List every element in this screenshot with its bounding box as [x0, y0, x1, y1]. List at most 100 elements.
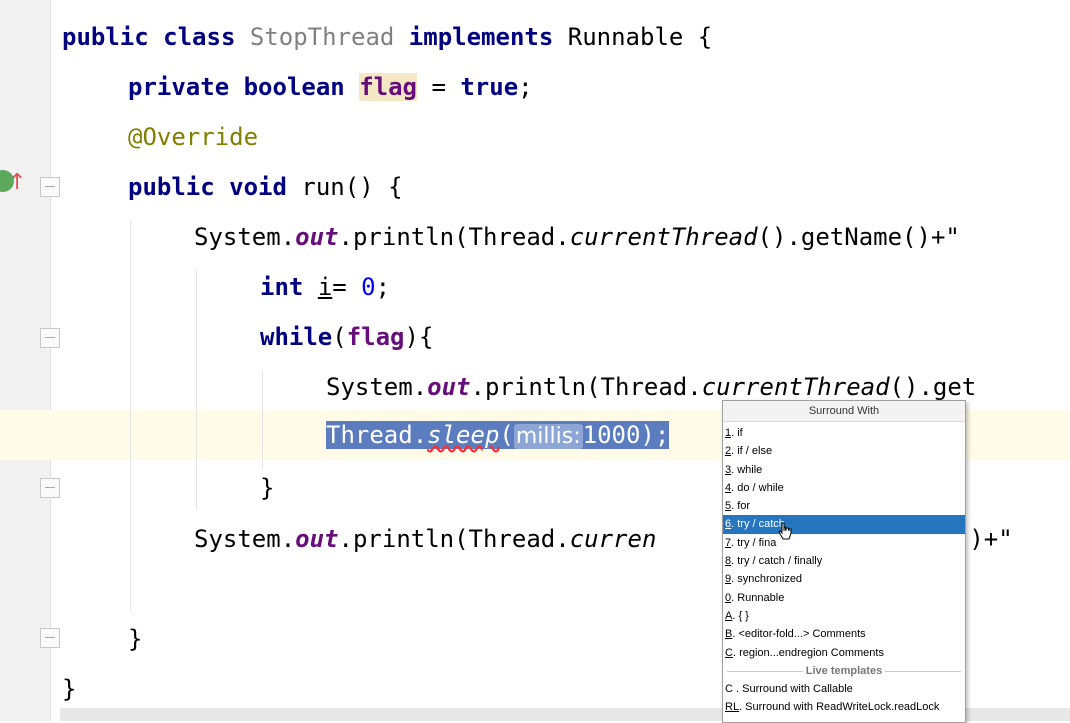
surround-item-try-catch-finally[interactable]: 8. try / catch / finally [723, 552, 965, 570]
item-label: . try / catch / finally [731, 555, 823, 568]
fold-marker[interactable] [40, 328, 60, 348]
keyword: true [460, 73, 519, 101]
code-line-6: int i= 0; [260, 262, 390, 312]
indent-guide [262, 370, 263, 470]
item-label: . Runnable [731, 591, 785, 604]
code-text: ; [375, 273, 391, 301]
keyword: while [260, 323, 333, 351]
override-gutter-icon[interactable] [0, 170, 14, 192]
fold-marker[interactable] [40, 628, 60, 648]
item-label: . do / while [731, 481, 784, 494]
surround-item-synchronized[interactable]: 9. synchronized [723, 570, 965, 588]
code-text: System. [194, 223, 296, 251]
surround-item-do-while[interactable]: 4. do / while [723, 479, 965, 497]
surround-item-if-else[interactable]: 2. if / else [723, 442, 965, 460]
surround-item-runnable[interactable]: 0. Runnable [723, 589, 965, 607]
code-text: ; [518, 73, 533, 101]
number-literal: 1000 [582, 421, 641, 449]
item-label: . try / fina [731, 536, 777, 549]
code-text: ){ [404, 323, 434, 351]
mnemonic-key: B [725, 628, 733, 641]
template-item-callable[interactable]: C . Surround with Callable [723, 680, 965, 698]
code-text: System. [194, 525, 296, 553]
code-text: .println(Thread. [338, 223, 570, 251]
surround-item-try-finally[interactable]: 7. try / fina [723, 534, 965, 552]
mnemonic-key: 3 [725, 463, 732, 476]
item-label: . region...endregion Comments [732, 646, 884, 659]
mnemonic-key: 6 [725, 518, 732, 531]
code-text: = [332, 273, 362, 301]
code-line-5: System.out.println(Thread.currentThread(… [194, 212, 960, 262]
static-method: currentThread [569, 223, 758, 251]
fold-marker[interactable] [40, 478, 60, 498]
surround-item-if[interactable]: 1. if [723, 424, 965, 442]
item-label: . <editor-fold...> Comments [732, 628, 866, 641]
code-text: Runnable { [567, 23, 713, 51]
closing-brace: } [62, 675, 77, 703]
template-item-readlock[interactable]: RL. Surround with ReadWriteLock.readLock [723, 698, 965, 716]
mnemonic-key: 7 [725, 536, 732, 549]
code-text: ( [332, 323, 347, 351]
code-line-13: } [62, 664, 76, 714]
annotation: @Override [128, 123, 259, 151]
code-line-3: @Override [128, 112, 258, 162]
keyword: implements [408, 23, 554, 51]
field-declaration: flag [359, 73, 417, 101]
code-text: ); [640, 421, 670, 449]
code-text: ( [499, 421, 514, 449]
surround-item-region[interactable]: C. region...endregion Comments [723, 644, 965, 662]
code-line-4: public void run() { [128, 162, 403, 212]
editor-gutter [0, 0, 50, 721]
code-line-12: } [128, 614, 142, 664]
mnemonic-key: 9 [725, 573, 732, 586]
item-label: . Surround with ReadWriteLock.readLock [739, 701, 940, 714]
mnemonic-key: 2 [725, 445, 732, 458]
separator-label: Live templates [802, 664, 886, 677]
indent-guide [196, 270, 197, 510]
mnemonic-key: A [725, 609, 733, 622]
closing-brace: } [260, 474, 275, 502]
code-text: System. [326, 373, 428, 401]
arrow-up-icon[interactable]: ↑ [8, 170, 27, 195]
class-name: StopThread [249, 23, 395, 51]
mnemonic-key: 1 [725, 427, 732, 439]
popup-list: 1. if 2. if / else 3. while 4. do / whil… [723, 422, 965, 717]
surround-item-try-catch[interactable]: 6. try / catch [723, 515, 965, 534]
mnemonic-key: 8 [725, 555, 732, 568]
number-literal: 0 [361, 273, 376, 301]
field-reference: flag [346, 323, 405, 351]
surround-item-braces[interactable]: A. { } [723, 607, 965, 625]
code-text: ().getName()+" [757, 223, 960, 251]
code-line-2: private boolean flag = true; [128, 62, 533, 112]
variable: i [317, 273, 333, 301]
keyword: private boolean [128, 73, 345, 101]
item-label: . for [731, 500, 751, 513]
code-text: .println(Thread. [338, 525, 570, 553]
code-text: ().get [889, 373, 977, 401]
code-line-9[interactable]: Thread.sleep(millis:1000); [326, 410, 670, 460]
hand-cursor-icon [778, 522, 792, 540]
static-field: out [427, 373, 471, 401]
static-field: out [295, 525, 339, 553]
surround-item-while[interactable]: 3. while [723, 461, 965, 479]
surround-item-for[interactable]: 5. for [723, 497, 965, 515]
surround-with-popup: Surround With 1. if 2. if / else 3. whil… [722, 400, 966, 723]
live-templates-separator: Live templates [723, 662, 965, 680]
item-label: . { } [732, 609, 749, 622]
surround-item-editor-fold[interactable]: B. <editor-fold...> Comments [723, 625, 965, 643]
item-label: . if [731, 427, 743, 439]
indent-guide [130, 220, 131, 610]
parameter-hint: millis: [513, 424, 583, 449]
item-label: . synchronized [731, 573, 803, 586]
closing-brace: } [128, 625, 143, 653]
item-label: . if / else [731, 445, 773, 458]
item-label: . Surround with Callable [732, 683, 853, 696]
code-line-10: } [260, 463, 274, 513]
keyword: public void [128, 173, 287, 201]
selected-code[interactable]: Thread.sleep(millis:1000); [326, 421, 670, 449]
static-field: out [295, 223, 339, 251]
fold-marker[interactable] [40, 177, 60, 197]
keyword: public class [62, 23, 236, 51]
gutter-divider [50, 0, 51, 721]
